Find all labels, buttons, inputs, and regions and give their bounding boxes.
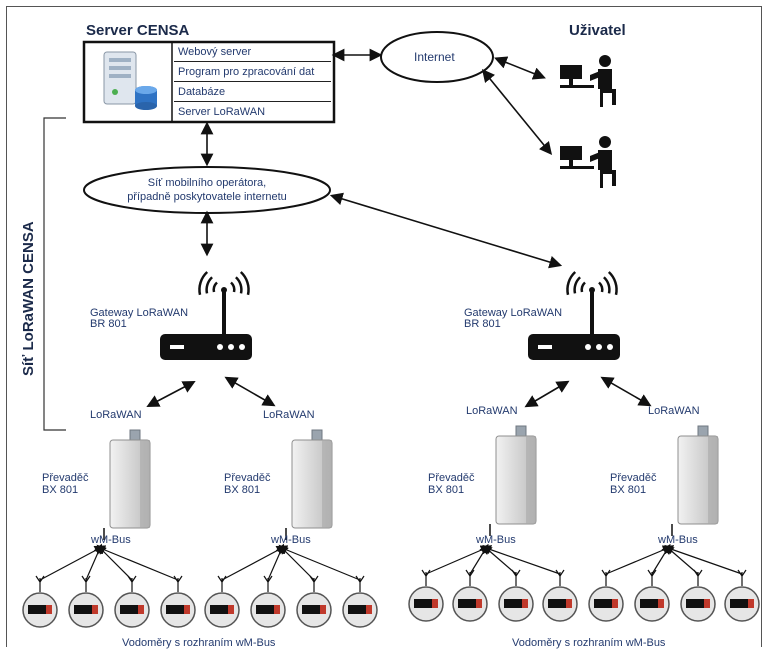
- water-meter-13-icon: [588, 545, 673, 622]
- converter-3-protocol-bottom: wM-Bus: [476, 534, 516, 546]
- user-icons: [560, 55, 616, 188]
- server-icon: [103, 51, 157, 110]
- user-2-icon: [560, 136, 616, 188]
- converter-3-name-1: Převaděč: [428, 472, 475, 484]
- converter-4-name-2: BX 801: [610, 484, 647, 496]
- meters-label-right: Vodoměry s rozhraním wM-Bus: [512, 637, 666, 649]
- converter-2-device-icon: [285, 429, 333, 540]
- water-meter-2-icon: [68, 543, 104, 628]
- converter-2-protocol-top: LoRaWAN: [263, 409, 315, 421]
- water-meter-9-icon: [408, 545, 491, 622]
- converter-1-protocol-top: LoRaWAN: [90, 409, 142, 421]
- converter-4-device-icon: [671, 425, 719, 536]
- gateway-2-label-1: Gateway LoRaWAN: [464, 307, 563, 319]
- gateway-1-router-icon: [160, 271, 252, 360]
- converter-4-protocol-top: LoRaWAN: [648, 405, 700, 417]
- converter-3-protocol-top: LoRaWAN: [466, 405, 518, 417]
- water-meter-1-icon: [22, 545, 105, 628]
- water-meter-14-icon: [634, 543, 671, 622]
- converter-1-name-1: Převaděč: [42, 472, 89, 484]
- operator-label-line1: Síť mobilního operátora,: [147, 177, 267, 189]
- network-label: Síť LoRaWAN CENSA: [20, 221, 37, 376]
- converter-4-name-1: Převaděč: [610, 472, 657, 484]
- water-meter-15-icon: [664, 544, 716, 622]
- operator-label-line2: případně poskytovatele internetu: [127, 191, 287, 203]
- server-title: Server CENSA: [86, 22, 190, 39]
- user-1-icon: [560, 55, 616, 107]
- water-meter-3-icon: [96, 544, 150, 628]
- internet-label: Internet: [414, 50, 455, 64]
- water-meter-8-icon: [277, 545, 378, 628]
- gateway-1-label-2: BR 801: [90, 318, 127, 330]
- water-meter-4-icon: [95, 545, 196, 628]
- operator-network: [83, 166, 331, 214]
- water-meter-10-icon: [452, 543, 489, 622]
- gateway-2-router-icon: [528, 271, 620, 360]
- meter-icons: [22, 543, 760, 628]
- server-row-processing: Program pro zpracování dat: [174, 63, 331, 82]
- gateway-icons: [160, 271, 620, 360]
- converter-1-protocol-bottom: wM-Bus: [91, 534, 131, 546]
- network-bracket: [43, 117, 66, 431]
- converter-2-protocol-bottom: wM-Bus: [271, 534, 311, 546]
- server-row-database: Databáze: [174, 83, 331, 102]
- water-meter-5-icon: [204, 545, 287, 628]
- server-row-lorawan: Server LoRaWAN: [178, 106, 266, 118]
- meters-label-left: Vodoměry s rozhraním wM-Bus: [122, 637, 276, 649]
- water-meter-11-icon: [482, 544, 534, 622]
- converter-4-protocol-bottom: wM-Bus: [658, 534, 698, 546]
- gateway-2-label-2: BR 801: [464, 318, 501, 330]
- converter-1-name-2: BX 801: [42, 484, 79, 496]
- converter-3-device-icon: [489, 425, 537, 536]
- water-meter-12-icon: [481, 545, 578, 622]
- water-meter-7-icon: [278, 544, 332, 628]
- water-meter-16-icon: [663, 545, 760, 622]
- converter-icons: [103, 425, 719, 540]
- converter-2-name-2: BX 801: [224, 484, 261, 496]
- water-meter-6-icon: [250, 543, 286, 628]
- diagram-frame: [6, 6, 762, 647]
- user-title: Uživatel: [569, 22, 626, 39]
- converter-1-device-icon: [103, 429, 151, 540]
- connection-arrows: [146, 48, 652, 408]
- server-row-web: Webový server: [174, 43, 331, 62]
- converter-3-name-2: BX 801: [428, 484, 465, 496]
- gateway-1-label-1: Gateway LoRaWAN: [90, 307, 189, 319]
- converter-2-name-1: Převaděč: [224, 472, 271, 484]
